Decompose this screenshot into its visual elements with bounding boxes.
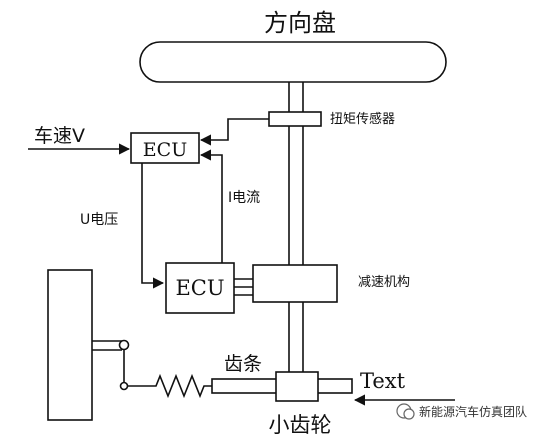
ecu-top-label: ECU — [143, 139, 187, 161]
spring — [128, 373, 212, 399]
reducer-block — [252, 264, 338, 303]
ecu-bottom-label: ECU — [175, 276, 224, 300]
reducer-label: 减速机构 — [358, 275, 410, 290]
torque-sensor-label: 扭矩传感器 — [330, 111, 395, 127]
torque-sensor-block — [268, 111, 322, 127]
vehicle-speed-label: 车速V — [34, 125, 85, 147]
watermark: 新能源汽车仿真团队 — [396, 403, 527, 420]
wheel-block — [47, 269, 93, 421]
pivot-top — [118, 339, 130, 351]
current-feedback-line — [199, 149, 223, 263]
pinion-block — [275, 371, 319, 402]
watermark-text: 新能源汽车仿真团队 — [419, 404, 527, 419]
ecu-bottom-box — [165, 262, 235, 314]
steering-wheel-shape — [139, 41, 447, 83]
text-input-label: Text — [360, 369, 406, 393]
steering-wheel-label: 方向盘 — [264, 9, 336, 37]
pivot-bottom — [119, 381, 129, 391]
ecu-top-box — [130, 132, 200, 164]
current-label: I电流 — [228, 190, 260, 206]
voltage-line — [141, 163, 165, 289]
rack-label: 齿条 — [224, 353, 262, 375]
voltage-label: U电压 — [80, 212, 118, 228]
torque-signal-line — [199, 118, 269, 146]
watermark-logo-icon-inner — [403, 408, 415, 420]
pinion-label: 小齿轮 — [269, 413, 332, 437]
